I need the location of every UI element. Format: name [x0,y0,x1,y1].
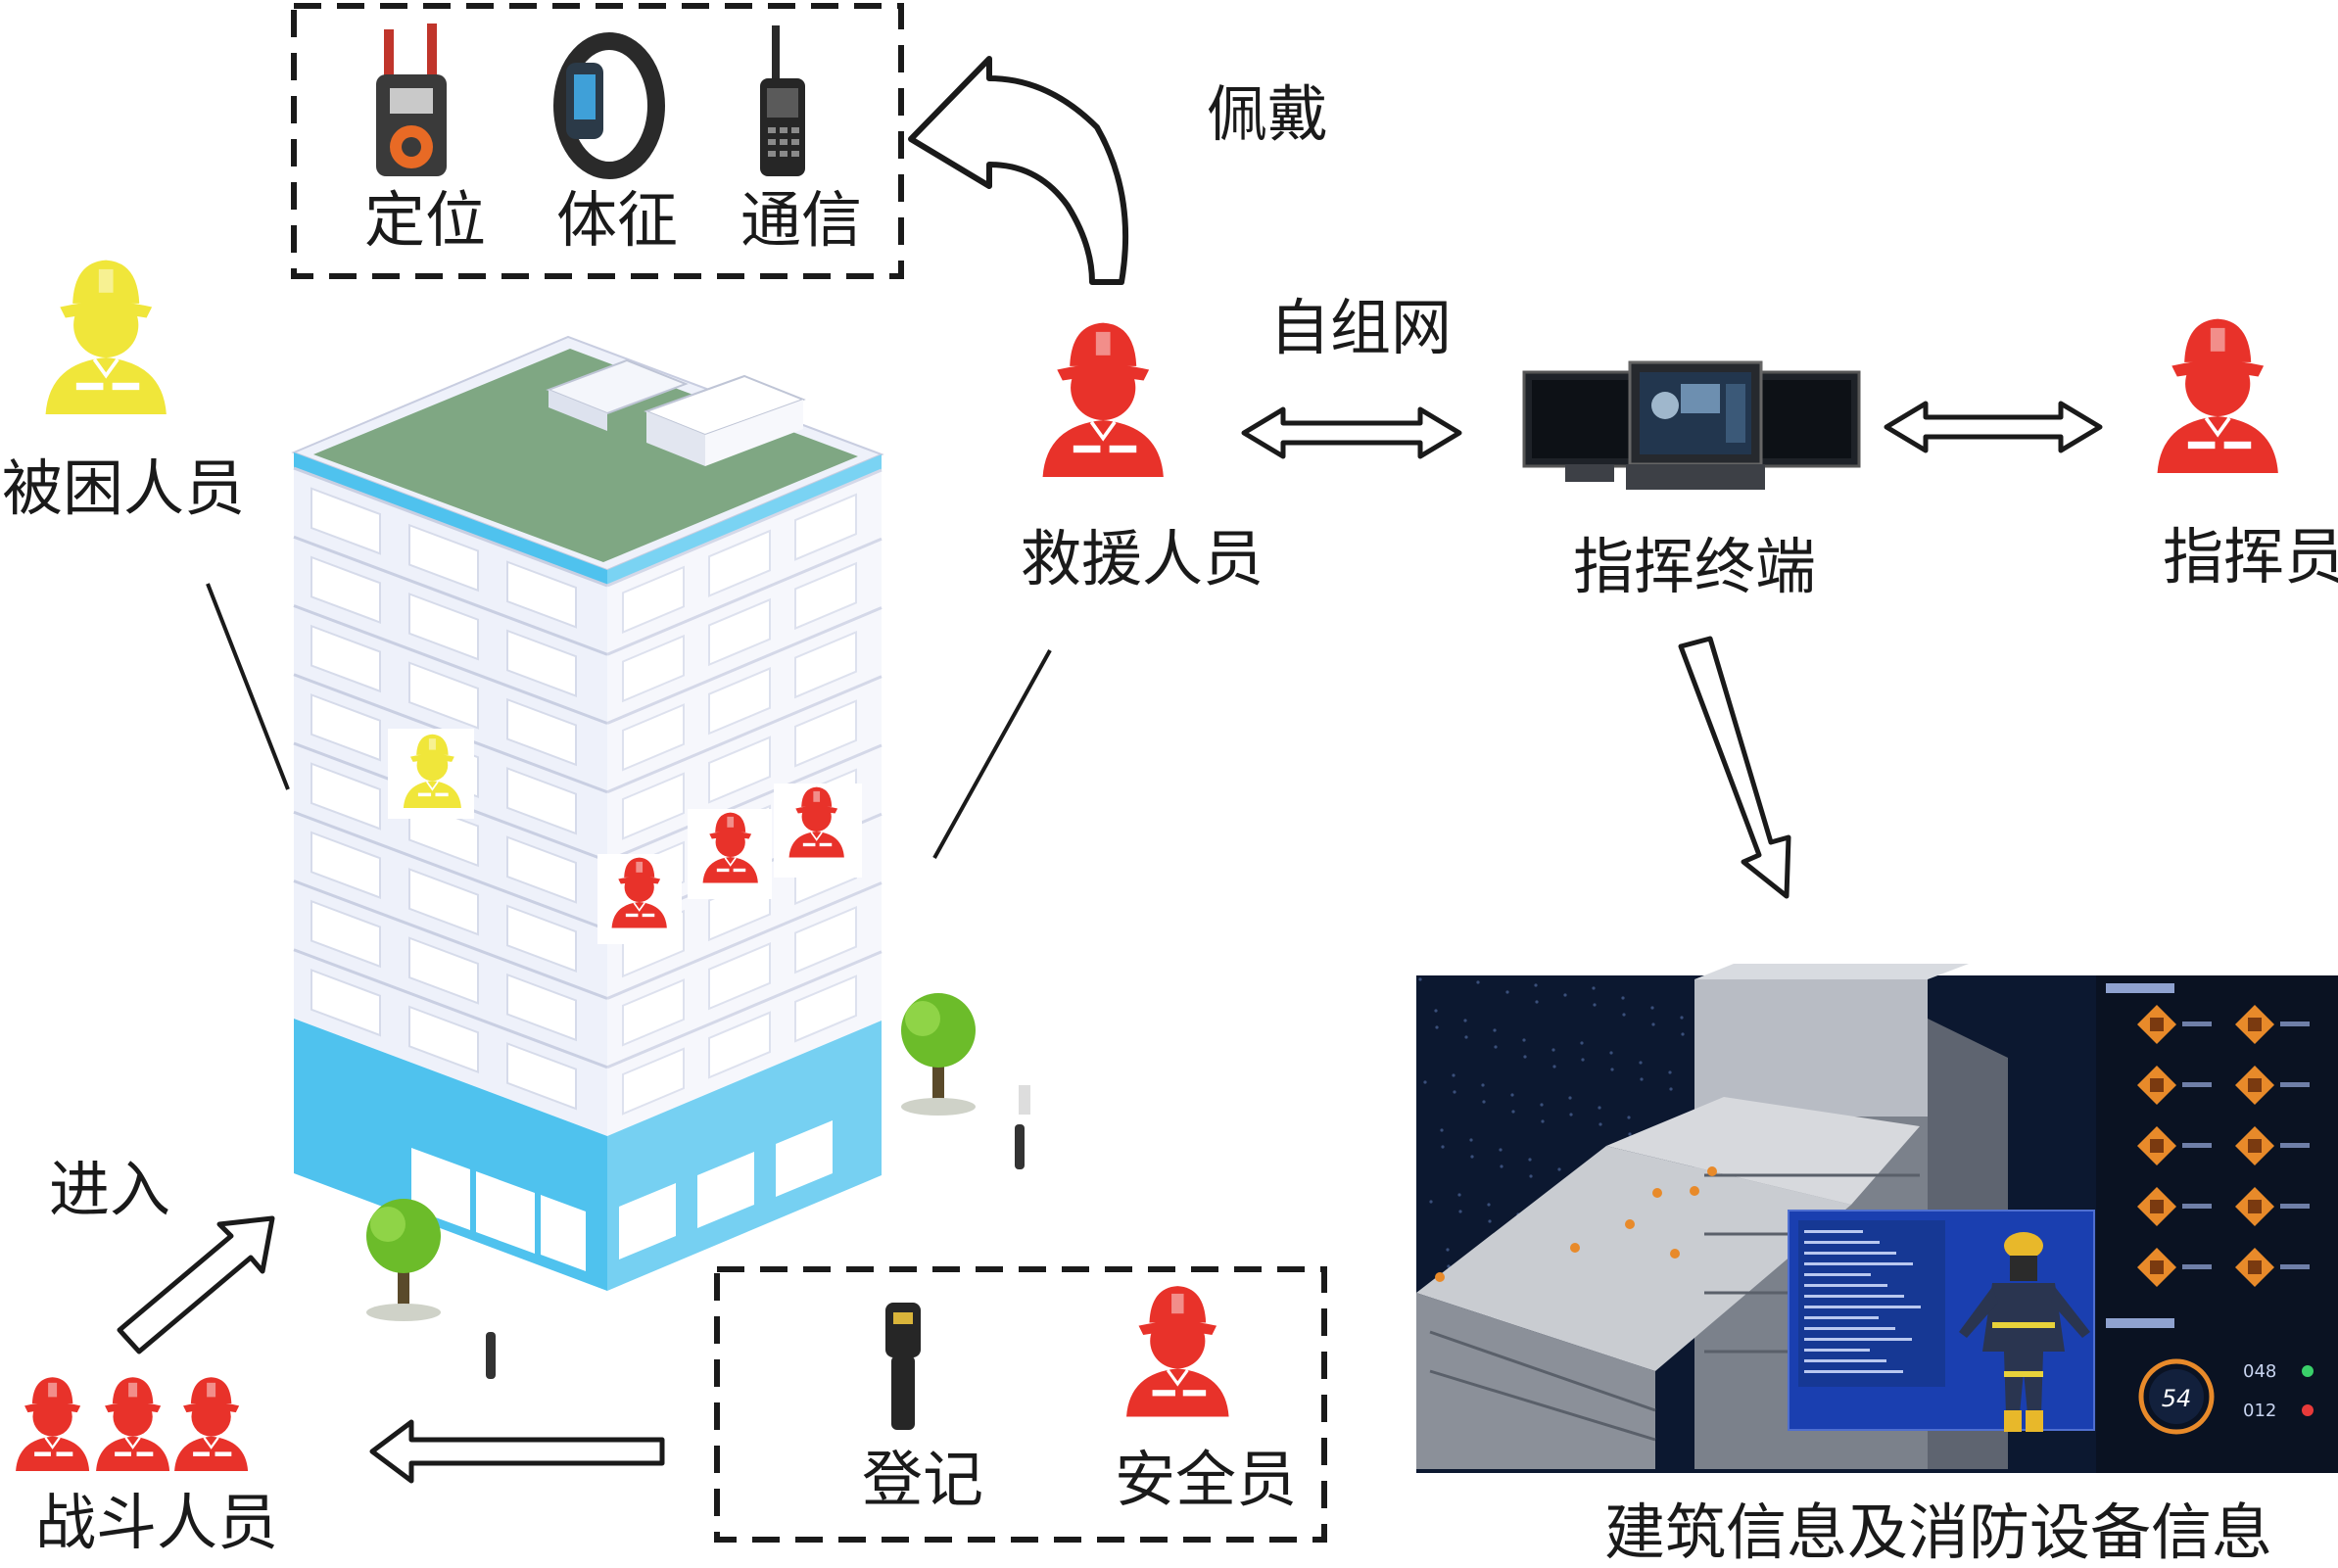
firefighter-model-icon [1959,1232,2090,1432]
rescuer-connector-line [932,649,1052,859]
ad-hoc-network-double-arrow-icon [1241,406,1462,459]
bollard-icon [486,1085,1030,1379]
left-arrow-icon [369,1419,665,1484]
smart-band-icon [553,32,665,179]
command-terminal-laptop-icon [1522,360,1861,490]
panel-device-icon [2235,1005,2310,1044]
label-trapped-person: 被困人员 [2,452,246,524]
label-command-terminal: 指挥终端 [1573,531,1817,602]
combat-personnel-icon [94,1376,171,1473]
building-illustration [291,335,884,1291]
enter-arrow-icon [117,1215,275,1354]
combat-personnel-icon [14,1376,91,1473]
label-rescuer: 救援人员 [1021,523,1264,594]
label-registration: 登记 [862,1444,984,1515]
down-arrow-icon [1678,636,1791,899]
wearable-devices-box [291,3,904,279]
panel-device-icon [2137,1248,2212,1287]
panel-device-icon [2235,1248,2310,1287]
wear-arrow-icon [908,56,1129,285]
panel-device-icon [2137,1187,2212,1226]
scanner-device-icon [885,1303,921,1430]
phone-icon [760,25,805,176]
label-vital-signs: 体征 [556,184,679,256]
label-safety-officer: 安全员 [1115,1444,1298,1515]
rescuer-icon [1040,320,1166,479]
locator-device-icon [376,24,447,176]
panel-device-icon [2235,1187,2310,1226]
label-ad-hoc-network: 自组网 [1269,292,1453,363]
panel-device-icon [2137,1005,2212,1044]
gauge-value: 54 [2162,1385,2192,1412]
safety-officer-icon [1124,1284,1231,1419]
label-positioning: 定位 [364,184,487,256]
trapped-person-icon [43,258,168,416]
label-building-info: 建筑信息及消防设备信息 [1604,1497,2273,1568]
terminal-commander-double-arrow-icon [1884,401,2103,453]
counter-b: 012 [2243,1401,2276,1421]
label-wear: 佩戴 [1207,78,1329,150]
label-commander: 指挥员 [2163,521,2338,593]
label-communication: 通信 [740,184,863,256]
trapped-connector-line [206,583,290,790]
panel-device-icon [2137,1066,2212,1105]
registration-box [714,1266,1327,1543]
combat-personnel-icon [172,1376,250,1473]
label-combat-personnel: 战斗人员 [35,1487,279,1558]
tree-icon [901,993,976,1116]
panel-device-icon [2137,1126,2212,1165]
building-info-screen: 54 048 012 [1416,964,2338,1473]
label-enter: 进入 [49,1154,171,1225]
commander-icon [2155,316,2280,475]
tree-icon [366,1199,441,1321]
panel-device-icon [2235,1066,2310,1105]
panel-device-icon [2235,1126,2310,1165]
counter-a: 048 [2243,1361,2276,1382]
